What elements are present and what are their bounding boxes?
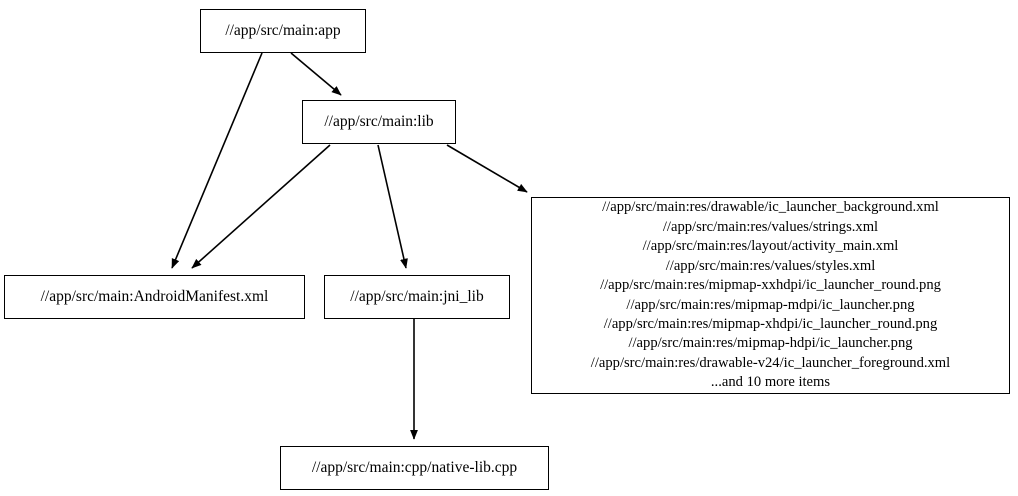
graph-node-native-lib-cpp[interactable]: //app/src/main:cpp/native-lib.cpp [280, 446, 549, 490]
graph-node-res-group[interactable]: //app/src/main:res/drawable/ic_launcher_… [531, 197, 1010, 394]
graph-node-lib[interactable]: //app/src/main:lib [302, 100, 456, 144]
graph-node-res-group-label: //app/src/main:res/drawable/ic_launcher_… [590, 199, 951, 391]
edge-lib-to-jni-lib [377, 144, 408, 269]
graph-node-android-manifest-label: //app/src/main:AndroidManifest.xml [40, 288, 269, 306]
graph-node-lib-label: //app/src/main:lib [324, 113, 434, 131]
graph-node-jni-lib-label: //app/src/main:jni_lib [350, 288, 484, 306]
graph-node-jni-lib[interactable]: //app/src/main:jni_lib [324, 275, 510, 319]
graph-node-app[interactable]: //app/src/main:app [200, 9, 366, 53]
edge-lib-to-manifest [191, 144, 331, 269]
graph-node-app-label: //app/src/main:app [225, 22, 341, 40]
graph-node-native-lib-cpp-label: //app/src/main:cpp/native-lib.cpp [311, 459, 518, 477]
edge-app-to-lib [290, 52, 342, 96]
edge-app-to-manifest [171, 52, 263, 269]
edge-lib-to-res-group [446, 144, 528, 193]
graph-node-android-manifest[interactable]: //app/src/main:AndroidManifest.xml [4, 275, 305, 319]
